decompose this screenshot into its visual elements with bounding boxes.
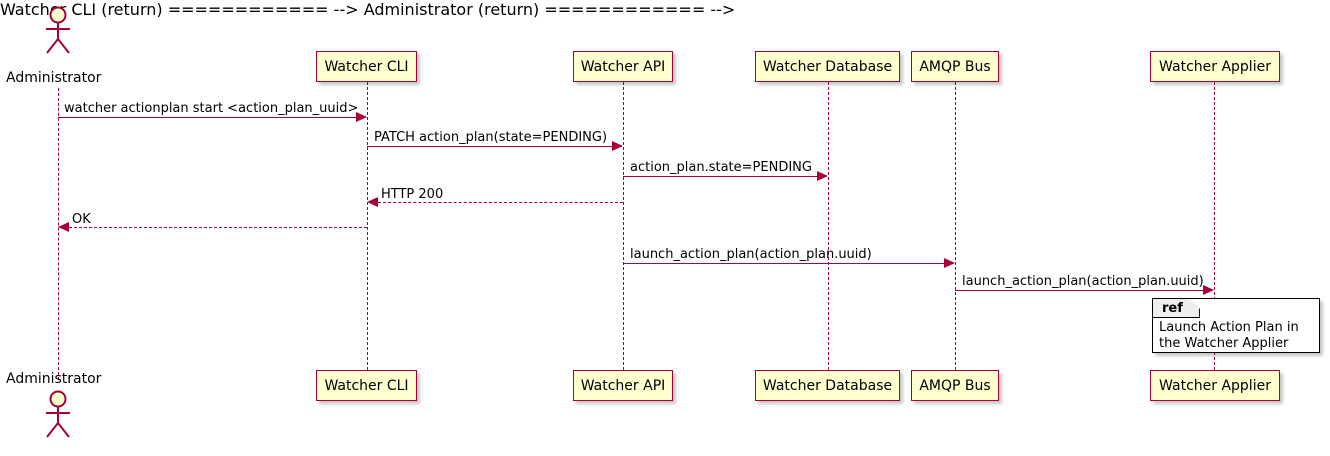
message-arrowhead-watcher-actionplan-start [356, 112, 367, 122]
ref-fragment-tab-label: ref [1153, 299, 1200, 318]
participant-box-amqp-bus-top[interactable]: AMQP Bus [911, 51, 999, 82]
participant-box-watcher-cli-top[interactable]: Watcher CLI [316, 51, 417, 82]
participant-box-watcher-applier-top[interactable]: Watcher Applier [1150, 51, 1280, 82]
message-arrowhead-ok [58, 222, 69, 232]
lifeline-watcher-cli [367, 82, 368, 370]
message-label-watcher-actionplan-start: watcher actionplan start <action_plan_uu… [64, 101, 359, 116]
participant-box-amqp-bus-bottom[interactable]: AMQP Bus [911, 370, 999, 401]
participant-box-watcher-cli-bottom[interactable]: Watcher CLI [316, 370, 417, 401]
actor-stick-figure-icon [46, 390, 70, 438]
actor-label-administrator-bottom: Administrator [6, 371, 102, 387]
message-line-patch-action-plan [367, 146, 612, 147]
actor-administrator-bottom [40, 388, 76, 440]
message-label-ok: OK [72, 212, 91, 227]
message-arrowhead-launch-action-plan-api-to-bus [944, 258, 955, 268]
ref-fragment-launch-action-plan[interactable]: ref Launch Action Plan in the Watcher Ap… [1152, 298, 1320, 353]
participant-box-watcher-database-bottom[interactable]: Watcher Database [755, 370, 900, 401]
message-line-watcher-actionplan-start [58, 117, 356, 118]
message-label-patch-action-plan: PATCH action_plan(state=PENDING) [374, 130, 608, 145]
lifeline-watcher-api [623, 82, 624, 370]
lifeline-amqp-bus [955, 82, 956, 370]
message-line-action-plan-state-pending [623, 176, 817, 177]
message-label-http-200: HTTP 200 [381, 187, 444, 202]
message-arrowhead-launch-action-plan-bus-to-applier [1203, 285, 1214, 295]
message-arrowhead-http-200 [367, 197, 378, 207]
lifeline-watcher-applier [1214, 82, 1215, 370]
lifeline-administrator [58, 88, 59, 380]
message-arrowhead-action-plan-state-pending [817, 171, 828, 181]
actor-label-administrator-top: Administrator [6, 70, 102, 86]
participant-box-watcher-database-top[interactable]: Watcher Database [755, 51, 900, 82]
participant-box-watcher-api-top[interactable]: Watcher API [573, 51, 673, 82]
lifeline-watcher-database [828, 82, 829, 370]
message-line-launch-action-plan-bus-to-applier [955, 290, 1203, 291]
message-label-launch-action-plan-bus-to-applier: launch_action_plan(action_plan.uuid) [962, 274, 1204, 289]
ref-fragment-text: Launch Action Plan in the Watcher Applie… [1159, 320, 1299, 351]
actor-administrator-top [40, 4, 76, 56]
actor-stick-figure-icon [46, 6, 70, 54]
message-line-launch-action-plan-api-to-bus [623, 263, 944, 264]
message-label-launch-action-plan-api-to-bus: launch_action_plan(action_plan.uuid) [630, 247, 872, 262]
message-label-action-plan-state-pending: action_plan.state=PENDING [630, 160, 812, 175]
message-arrowhead-patch-action-plan [612, 141, 623, 151]
participant-box-watcher-applier-bottom[interactable]: Watcher Applier [1150, 370, 1280, 401]
message-line-http-200 [378, 202, 623, 203]
message-line-ok [69, 227, 367, 228]
participant-box-watcher-api-bottom[interactable]: Watcher API [573, 370, 673, 401]
